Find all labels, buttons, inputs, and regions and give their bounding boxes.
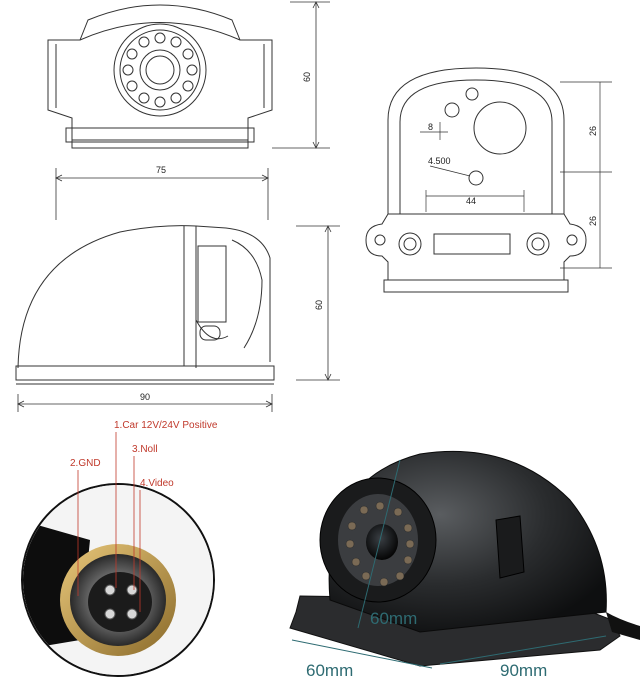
front-width-label: 75	[156, 165, 166, 175]
connector-photo	[21, 432, 215, 677]
front-height-label: 60	[302, 72, 312, 82]
pin-4	[126, 608, 138, 620]
camera-photo	[289, 450, 640, 669]
front-width-dimension	[55, 168, 269, 220]
pin-label-video: 4.Video	[140, 478, 174, 489]
pin-3	[104, 608, 116, 620]
rear-dim-hole-offset: 8	[428, 122, 433, 132]
camera-measure-height: 60mm	[370, 609, 417, 628]
camera-measure-width: 60mm	[306, 661, 353, 680]
ir-led-ring	[122, 32, 198, 108]
rear-dim-width: 44	[466, 196, 476, 206]
camera-ir-leds	[345, 501, 415, 587]
rear-view-drawing	[365, 67, 587, 293]
pin-label-noll: 3.Noll	[132, 444, 158, 455]
side-width-label: 90	[140, 392, 150, 402]
rear-dim-upper: 26	[588, 126, 598, 136]
camera-measure-depth: 90mm	[500, 661, 547, 680]
side-height-label: 60	[314, 300, 324, 310]
side-height-dimension	[296, 225, 340, 381]
pin-label-gnd: 2.GND	[70, 458, 101, 469]
rear-dimensions	[420, 81, 612, 269]
side-view-drawing	[15, 225, 275, 385]
front-height-dimension	[272, 1, 330, 149]
rear-dim-hole-diameter: 4.500	[428, 156, 451, 166]
side-width-dimension	[17, 394, 273, 412]
pin-2	[126, 584, 138, 596]
pin-label-power: 1.Car 12V/24V Positive	[114, 420, 218, 431]
rear-dim-lower: 26	[588, 216, 598, 226]
front-view-drawing	[47, 4, 273, 149]
pin-1	[104, 584, 116, 596]
